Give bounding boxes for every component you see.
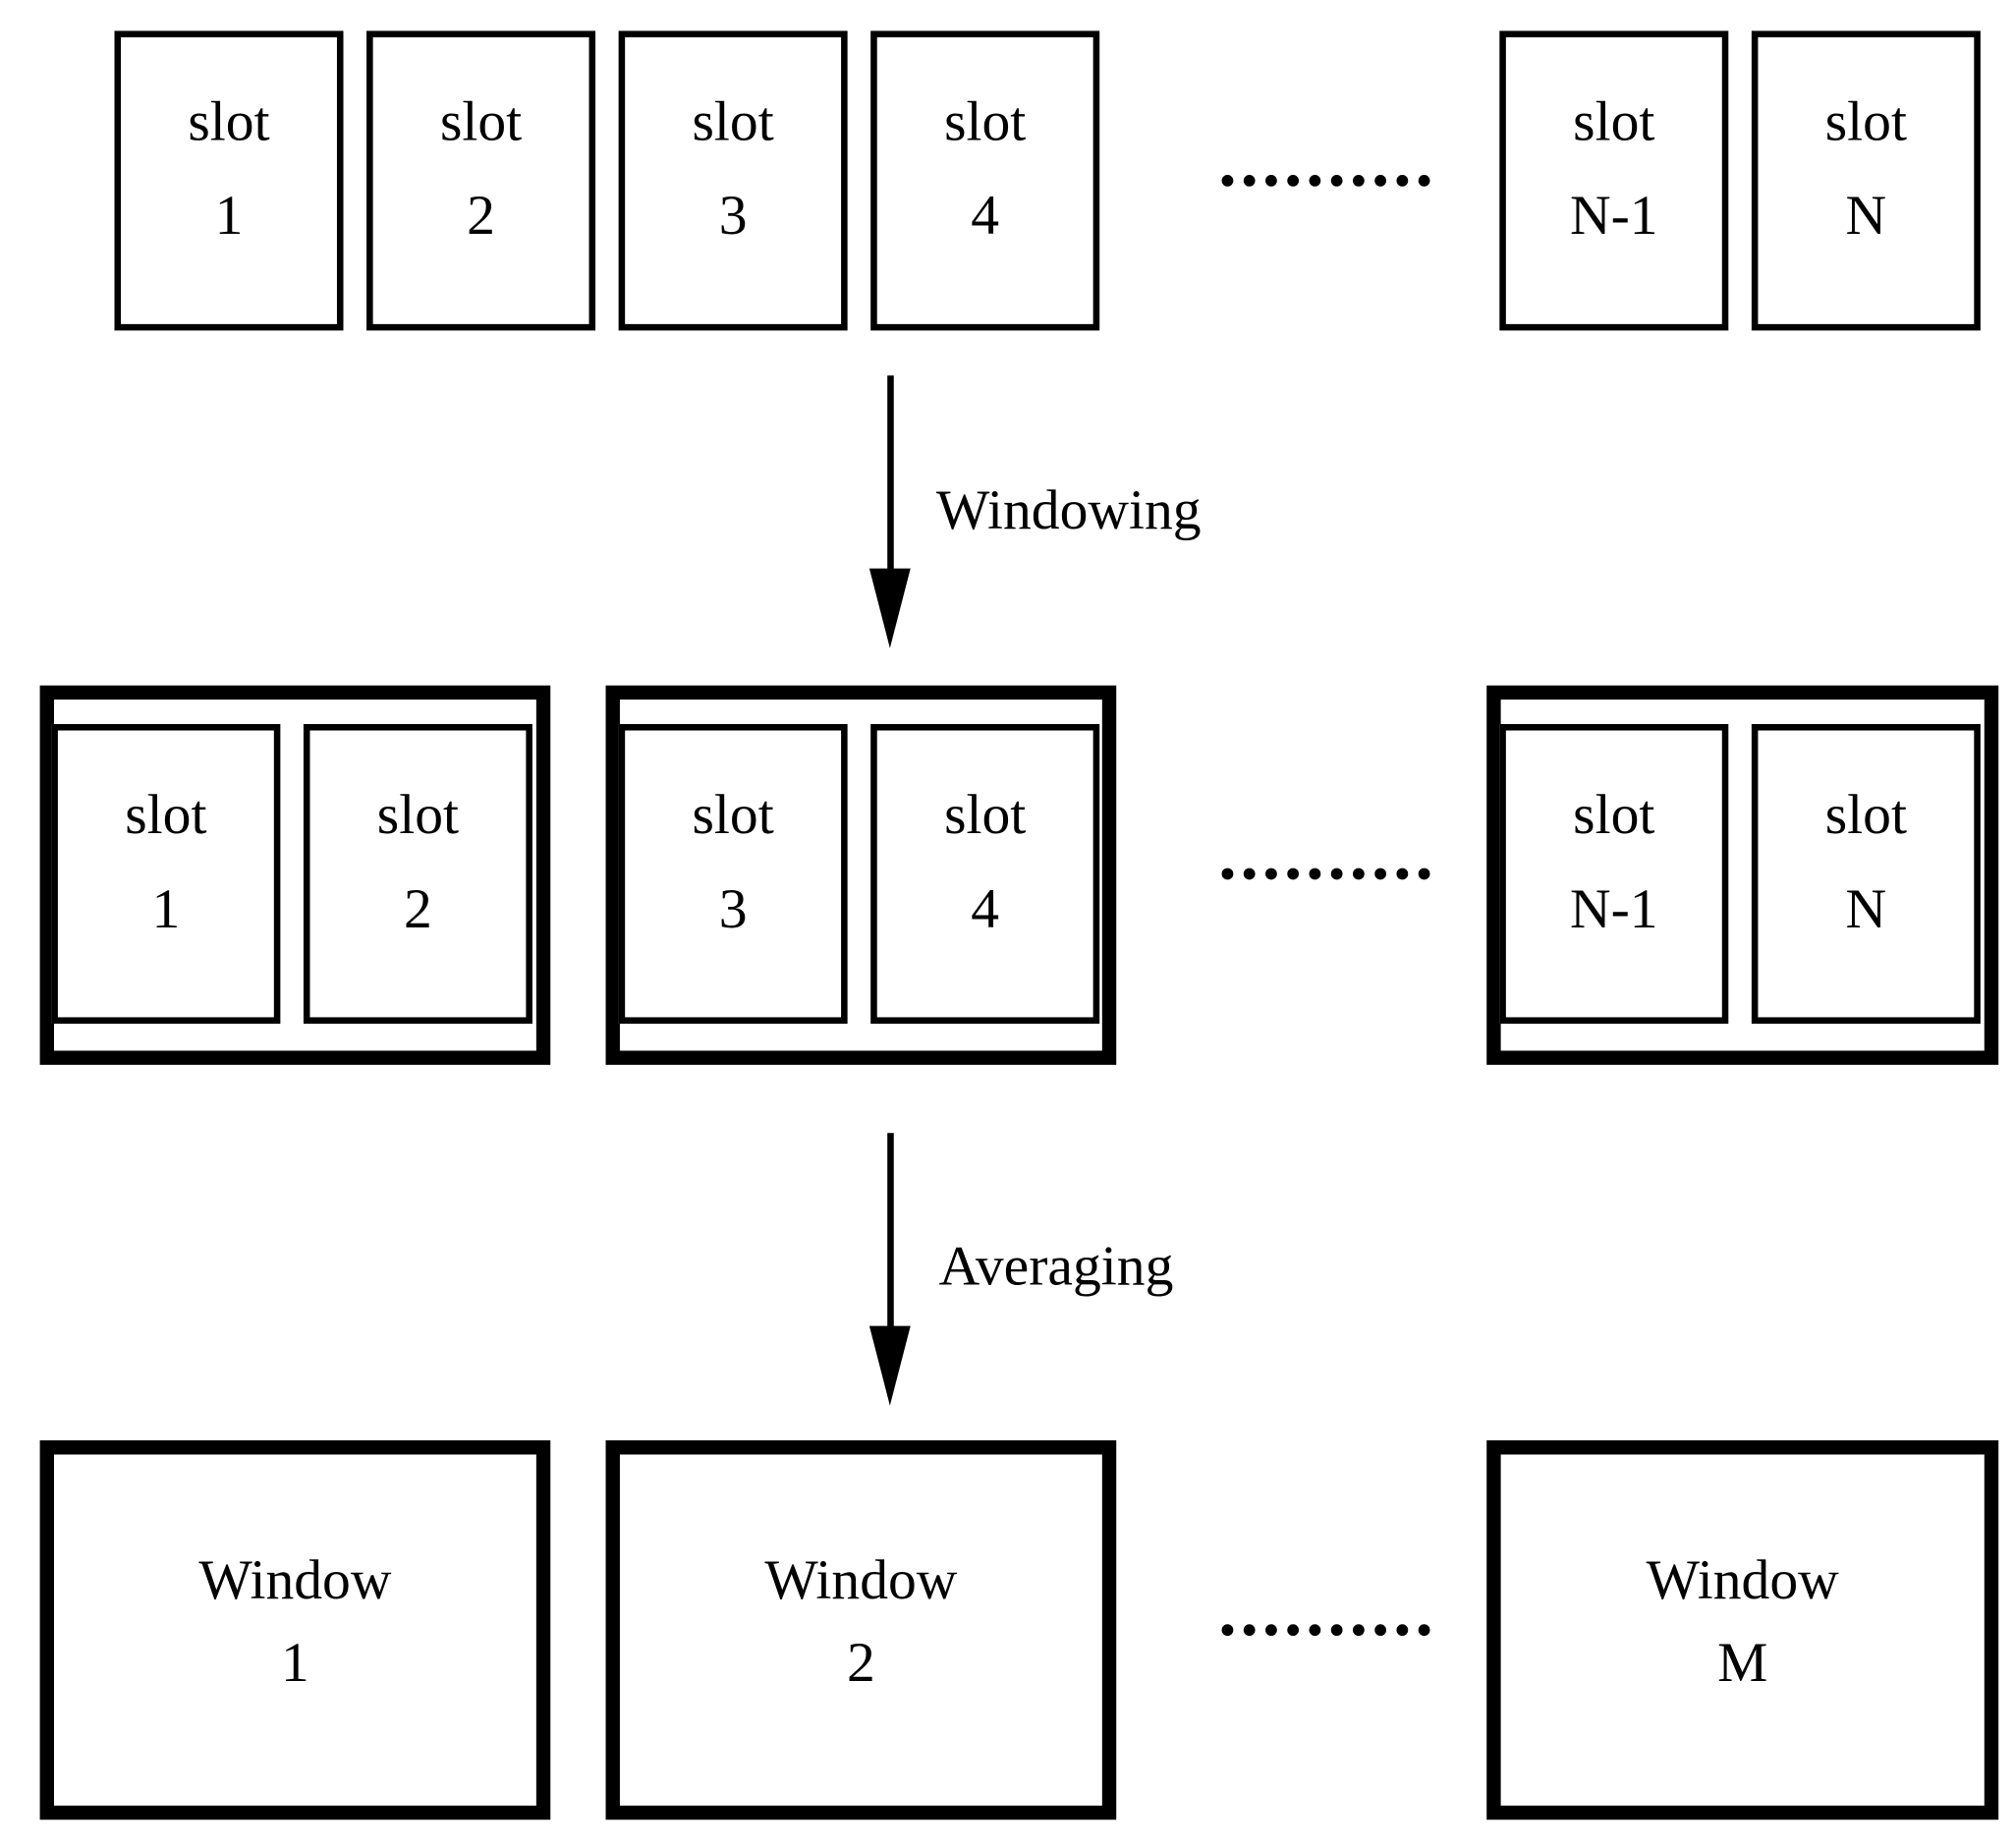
window-m: Window M bbox=[1486, 1440, 1999, 1820]
slot-index: 3 bbox=[718, 184, 748, 248]
slot-word: slot bbox=[1824, 89, 1907, 153]
group-last-slot-n-minus-1: slot N-1 bbox=[1499, 723, 1729, 1024]
slot-index: N bbox=[1845, 876, 1887, 940]
slot-index: N-1 bbox=[1570, 184, 1658, 248]
slot-word: slot bbox=[1573, 89, 1655, 153]
slot-word: slot bbox=[1824, 783, 1907, 847]
window-2: Window 2 bbox=[605, 1440, 1117, 1820]
slot-index: 4 bbox=[971, 184, 1000, 248]
slot-index: 4 bbox=[971, 876, 1000, 940]
slot-index: N bbox=[1845, 184, 1887, 248]
slot-index: 2 bbox=[404, 876, 432, 940]
slot-word: slot bbox=[439, 89, 523, 153]
group-last-slot-n: slot N bbox=[1751, 723, 1981, 1024]
window-word: Window bbox=[1646, 1548, 1839, 1612]
group2-slot-4: slot 4 bbox=[870, 723, 1100, 1024]
top-slot-3: slot 3 bbox=[618, 30, 848, 331]
windowing-label: Windowing bbox=[935, 477, 1202, 542]
group2-slot-3: slot 3 bbox=[618, 723, 848, 1024]
slot-index: 1 bbox=[151, 876, 181, 940]
window-1: Window 1 bbox=[39, 1440, 551, 1820]
top-row-ellipsis bbox=[1221, 175, 1430, 187]
slot-index: 1 bbox=[214, 184, 244, 248]
arrow-down-icon bbox=[868, 1325, 911, 1406]
window-index: M bbox=[1717, 1630, 1768, 1694]
top-slot-2: slot 2 bbox=[366, 30, 596, 331]
arrow-shaft bbox=[887, 375, 894, 572]
slot-word: slot bbox=[1573, 783, 1655, 847]
top-slot-n-minus-1: slot N-1 bbox=[1499, 30, 1729, 331]
top-slot-1: slot 1 bbox=[114, 30, 344, 331]
bottom-row-ellipsis bbox=[1221, 1624, 1430, 1637]
window-index: 2 bbox=[846, 1630, 875, 1694]
slot-word: slot bbox=[376, 783, 460, 847]
slot-word: slot bbox=[944, 89, 1027, 153]
top-slot-4: slot 4 bbox=[870, 30, 1100, 331]
slot-word: slot bbox=[944, 783, 1027, 847]
slot-word: slot bbox=[692, 783, 774, 847]
arrow-down-icon bbox=[868, 568, 911, 648]
slot-index: N-1 bbox=[1570, 876, 1658, 940]
slot-word: slot bbox=[125, 783, 207, 847]
window-word: Window bbox=[764, 1548, 958, 1612]
window-index: 1 bbox=[281, 1630, 309, 1694]
slot-word: slot bbox=[692, 89, 774, 153]
arrow-shaft bbox=[887, 1133, 894, 1329]
group1-slot-2: slot 2 bbox=[303, 723, 532, 1024]
group1-slot-1: slot 1 bbox=[51, 723, 281, 1024]
top-slot-n: slot N bbox=[1751, 30, 1981, 331]
slot-word: slot bbox=[188, 89, 270, 153]
window-word: Window bbox=[198, 1548, 392, 1612]
slot-index: 3 bbox=[718, 876, 748, 940]
averaging-label: Averaging bbox=[938, 1234, 1174, 1298]
slot-index: 2 bbox=[467, 184, 495, 248]
middle-row-ellipsis bbox=[1221, 868, 1430, 880]
